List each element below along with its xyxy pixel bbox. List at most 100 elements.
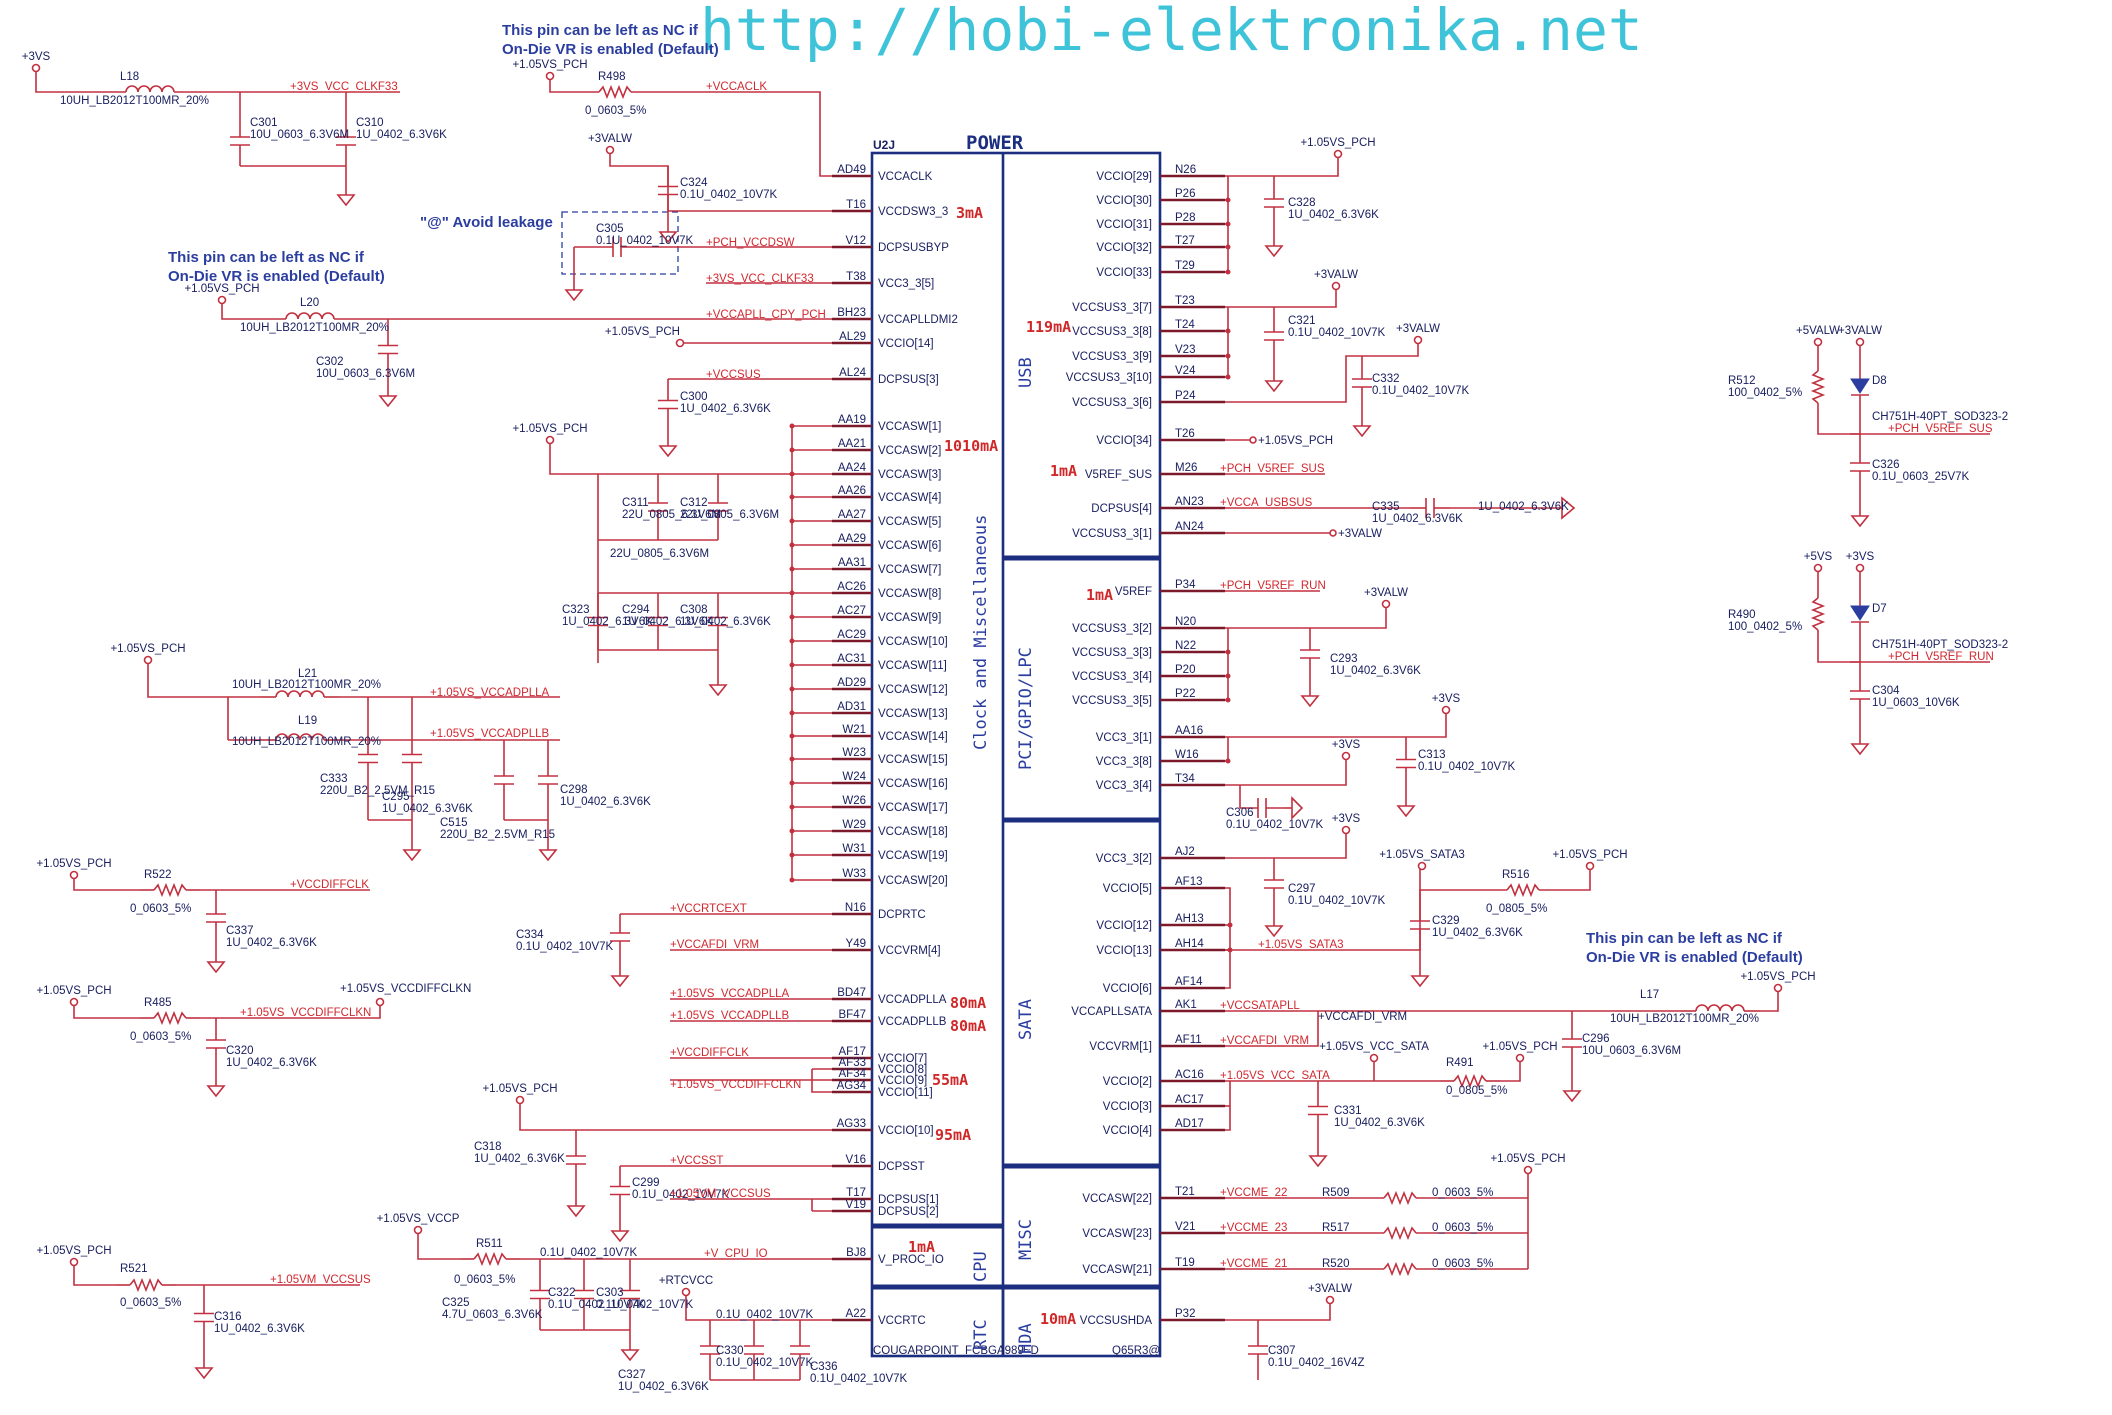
pin-ball: AD17 xyxy=(1175,1118,1204,1130)
cap-value: 220U_B2_2.5VM_R15 xyxy=(320,785,435,797)
pin-name: VCCASW[6] xyxy=(878,540,941,552)
junction xyxy=(1225,673,1231,679)
power-port xyxy=(31,63,41,73)
section-pci-gpio-lpc: PCI/GPIO/LPC xyxy=(1016,647,1036,770)
section-cpu: CPU xyxy=(971,1251,991,1282)
ground-symbol xyxy=(610,1230,630,1243)
net-label: +VCCAPLL_CPY_PCH xyxy=(706,309,826,321)
cap-ref: C321 xyxy=(1288,315,1316,327)
power-net-label: +RTCVCC xyxy=(659,1275,713,1287)
cap-ref: C313 xyxy=(1418,749,1446,761)
pin-ball: W16 xyxy=(1175,749,1199,761)
net-label: +1.05VS_VCC_SATA xyxy=(1220,1070,1330,1082)
cap-value: 0.1U_0402_10V7K xyxy=(548,1299,646,1311)
net-label: +1.05VS_VCCDIFFCLKN xyxy=(240,1007,371,1019)
junction xyxy=(789,686,795,692)
power-net-label: +3VS xyxy=(1332,813,1361,825)
power-port xyxy=(1773,983,1783,993)
nc-note-line2: On-Die VR is enabled (Default) xyxy=(168,268,385,285)
power-net-label: +1.05VS_PCH xyxy=(1300,137,1375,149)
power-port xyxy=(1381,599,1391,609)
offpage-arrow xyxy=(1291,796,1304,820)
pin-ball: AH14 xyxy=(1175,938,1204,950)
inductor xyxy=(1695,1004,1745,1012)
section-rtc: RTC xyxy=(971,1319,991,1350)
power-net-label: +1.05VS_PCH xyxy=(482,1083,557,1095)
junction xyxy=(789,518,795,524)
cap-value: 0.1U_0402_10V7K xyxy=(1288,895,1386,907)
pin-ball: BF47 xyxy=(839,1009,867,1021)
pin-ball: AF17 xyxy=(839,1046,867,1058)
cap-value: 22U_0805_6.3V6M xyxy=(622,509,721,521)
power-net-label: +1.05VS_PCH xyxy=(512,423,587,435)
ground-symbol xyxy=(1850,515,1870,528)
nc-note-line1: This pin can be left as NC if xyxy=(168,249,365,266)
pin-ball: AK1 xyxy=(1175,999,1197,1011)
resistor xyxy=(153,1010,187,1026)
pin-name: VCCIO[33] xyxy=(1096,267,1152,279)
junction xyxy=(789,710,795,716)
pin-name: VCCRTC xyxy=(878,1315,926,1327)
pin-name: VCCVRM[1] xyxy=(1089,1041,1152,1053)
pin-ball: AF14 xyxy=(1175,976,1203,988)
pin-name: VCCIO[2] xyxy=(1103,1076,1152,1088)
pin-name: DCPSUSBYP xyxy=(878,242,949,254)
pin-name: VCCASW[9] xyxy=(878,612,941,624)
pin-name: VCCASW[7] xyxy=(878,564,941,576)
power-port xyxy=(1855,563,1865,573)
cap-ref: C311 xyxy=(622,497,649,509)
junction xyxy=(1225,197,1231,203)
pin-ball: W24 xyxy=(842,771,866,783)
cap-value: 1U_0402_6.3V6K xyxy=(226,1057,317,1069)
inductor-value: 10UH_LB2012T100MR_20% xyxy=(60,95,209,107)
ground-symbol xyxy=(1396,805,1416,818)
pin-ball: AL24 xyxy=(839,367,866,379)
nc-note-line2: On-Die VR is enabled (Default) xyxy=(502,41,719,58)
net-label: +1.05VS_VCCADPLLB xyxy=(430,728,550,740)
cap-value: 0.1U_0402_10V7K xyxy=(1418,761,1516,773)
cap-ref: C336 xyxy=(810,1361,838,1373)
junction xyxy=(789,447,795,453)
pin-ball: AD49 xyxy=(837,164,866,176)
cap-value: 22U_0805_6.3V6M xyxy=(680,509,779,521)
cap-ref: C333 xyxy=(320,773,348,785)
diode-ref: D8 xyxy=(1872,375,1887,387)
junction xyxy=(789,780,795,786)
pin-ball: T17 xyxy=(846,1187,866,1199)
pin-ball: AD29 xyxy=(837,677,866,689)
pin-ball: N16 xyxy=(845,902,866,914)
power-net-label: +3VALW xyxy=(588,133,632,145)
wire xyxy=(1817,432,1861,435)
inductor-value: 10UH_LB2012T100MR_20% xyxy=(240,322,389,334)
pin-name: VCCASW[5] xyxy=(878,516,941,528)
ground-symbol xyxy=(708,684,728,697)
pin-ball: T23 xyxy=(1175,295,1195,307)
cap-value: 22U_0805_6.3V6M xyxy=(610,548,709,560)
cap-ref: C320 xyxy=(226,1045,254,1057)
cap-value: 0.1U_0402_10V7K xyxy=(1226,819,1324,831)
power-net-label: +3VALW xyxy=(1338,528,1382,540)
resistor-value: 0_0805_5% xyxy=(1486,903,1547,915)
power-net-label: +1.05VS_PCH xyxy=(1258,435,1333,447)
cap-ref: C331 xyxy=(1334,1105,1362,1117)
power-port xyxy=(681,1287,691,1297)
power-net-label: +5VS xyxy=(1804,551,1833,563)
pin-ball: AF33 xyxy=(839,1057,867,1069)
pin-name: VCCSUS3_3[10] xyxy=(1066,372,1152,384)
pin-name: VCCASW[15] xyxy=(878,754,948,766)
cap-value: 1U_0402_6.3V6K xyxy=(214,1323,305,1335)
ground-symbol xyxy=(1850,743,1870,756)
ground-symbol xyxy=(1308,1155,1328,1168)
resistor-ref: R511 xyxy=(476,1238,503,1250)
net-label: +VCCRTCEXT xyxy=(670,903,747,915)
pin-ball: T19 xyxy=(1175,1257,1195,1269)
junction xyxy=(1225,374,1231,380)
cap-value: 4.7U_0603_6.3V6K xyxy=(442,1309,543,1321)
net-label: +PCH_V5REF_SUS xyxy=(1888,423,1993,435)
ground-symbol xyxy=(564,289,584,302)
cap-value: 0.1U_0402_10V7K xyxy=(632,1189,730,1201)
resistor-value: 0_0603_5% xyxy=(585,105,646,117)
junction xyxy=(789,590,795,596)
section-clock-misc: Clock and Miscellaneous xyxy=(971,515,991,750)
pin-ball: P24 xyxy=(1175,390,1196,402)
